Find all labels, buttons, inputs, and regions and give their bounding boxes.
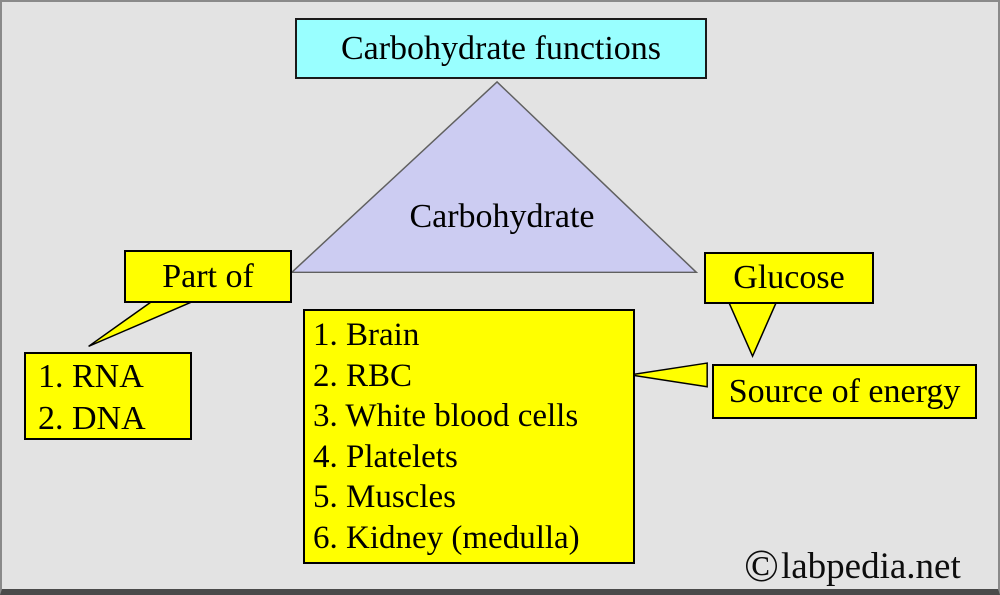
- watermark-label: labpedia.net: [780, 546, 961, 587]
- list-item: 6. Kidney (medulla): [313, 519, 580, 556]
- source-of-energy-label: Source of energy: [728, 372, 961, 410]
- triangle-label: Carbohydrate: [409, 198, 595, 235]
- copyright-watermark: ©labpedia.net: [744, 543, 961, 589]
- carbohydrate-triangle: [289, 80, 699, 274]
- rna-dna-box: 1. RNA 2. DNA: [24, 352, 192, 440]
- part-of-callout-tail: [88, 297, 202, 347]
- list-item: 2. DNA: [38, 400, 146, 437]
- list-item: 1. Brain: [313, 317, 420, 353]
- title-box: Carbohydrate functions: [295, 18, 707, 79]
- copyright-icon: ©: [744, 540, 781, 591]
- list-item: 2. RBC: [313, 357, 413, 394]
- part-of-callout: Part of: [124, 250, 292, 303]
- glucose-callout: Glucose: [704, 252, 874, 304]
- list-item: 4. Platelets: [313, 438, 458, 475]
- list-item: 1. RNA: [38, 358, 144, 395]
- carbohydrate-uses-box: 1. Brain 2. RBC 3. White blood cells 4. …: [303, 309, 635, 564]
- glucose-label: Glucose: [733, 259, 845, 297]
- part-of-label: Part of: [162, 257, 254, 295]
- list-item: 3. White blood cells: [313, 398, 579, 434]
- title-label: Carbohydrate functions: [340, 29, 662, 67]
- glucose-callout-tail: [725, 297, 780, 359]
- list-item: 5. Muscles: [313, 479, 456, 515]
- source-callout-tail: [630, 362, 708, 388]
- source-of-energy-box: Source of energy: [712, 364, 977, 419]
